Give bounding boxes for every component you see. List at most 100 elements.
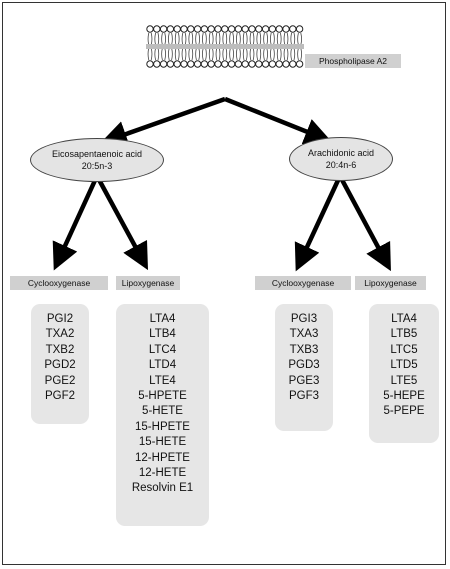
product-item: 5-PEPE	[383, 405, 425, 418]
lipid-head	[295, 60, 304, 68]
lipid-tail	[154, 32, 160, 46]
product-item: LTB4	[149, 328, 176, 341]
product-item: LTC5	[390, 343, 418, 356]
lipid-head	[234, 60, 243, 68]
phospholipid-bilayer	[146, 25, 304, 68]
product-item: LTE4	[149, 374, 176, 387]
product-item: TXA3	[289, 328, 319, 341]
lipid-tail	[283, 32, 289, 46]
lipid-tail	[161, 47, 166, 61]
lipid-head	[248, 25, 256, 33]
epa-name: Eicosapentaenoic acid	[51, 149, 143, 159]
lipid-tail	[297, 47, 302, 61]
product-item: PGE3	[288, 374, 320, 387]
figure-frame	[2, 2, 446, 565]
lipid-head	[166, 25, 175, 33]
lipid-tail	[276, 47, 282, 61]
lipid-tail	[270, 47, 275, 61]
right-cyclooxygenase-label: Cyclooxygenase	[255, 276, 351, 290]
lipid-tail	[229, 32, 234, 46]
lipid-tail	[290, 32, 296, 46]
arrow-to-aa	[224, 96, 332, 145]
product-item: TXB2	[45, 343, 75, 356]
lipid-tail	[154, 47, 160, 61]
lipid-head	[227, 25, 236, 33]
product-item: 15-HPETE	[135, 420, 190, 433]
lipid-head	[180, 25, 188, 33]
lipid-tail	[208, 32, 214, 46]
product-item: LTC4	[148, 343, 177, 356]
phospholipase-label: Phospholipase A2	[305, 54, 401, 68]
lipid-head	[241, 60, 249, 68]
right-lipoxygenase-label: Lipoxygenase	[355, 276, 426, 290]
lipid-head	[200, 25, 209, 33]
lipid-tail	[229, 47, 234, 61]
lipid-tail	[195, 32, 200, 46]
product-item: PGD2	[44, 359, 76, 372]
lipid-tail	[168, 47, 173, 61]
lipid-tail	[181, 32, 187, 46]
lipid-tail	[263, 47, 268, 61]
lipid-head	[261, 60, 270, 68]
lipid-head	[289, 25, 297, 33]
lipid-tail	[181, 47, 187, 61]
lipid-tail	[270, 32, 275, 46]
lipid-head	[241, 25, 249, 33]
lipid-head	[234, 25, 243, 33]
lipid-head	[187, 25, 195, 33]
lipid-tail	[174, 32, 180, 46]
arrow-to-epa	[100, 96, 226, 147]
lipid-tail	[236, 32, 241, 46]
product-item: PGE2	[44, 374, 76, 387]
product-item: LTD5	[390, 359, 418, 372]
aa-name: Arachidonic acid	[307, 148, 375, 158]
lipid-head	[261, 25, 270, 33]
lipid-head	[221, 25, 229, 33]
lipid-tail	[202, 47, 207, 61]
lipid-head	[275, 25, 283, 33]
lipid-tail	[249, 47, 255, 61]
arrow-to-left-cox	[52, 175, 100, 271]
left-lipoxygenase-label: Lipoxygenase	[116, 276, 180, 290]
lipid-head	[275, 60, 283, 68]
lipid-head	[227, 60, 236, 68]
lipid-head	[255, 60, 263, 68]
product-item: LTE5	[390, 374, 418, 387]
arrow-to-right-lox	[338, 174, 391, 272]
lipid-tail	[202, 32, 207, 46]
lipid-head	[289, 60, 297, 68]
lipid-tail	[276, 32, 282, 46]
product-item: LTD4	[148, 359, 177, 372]
lipid-tail	[147, 32, 153, 46]
product-item: PGD3	[288, 359, 320, 372]
lipid-head	[193, 60, 202, 68]
product-item: LTB5	[390, 328, 418, 341]
lipid-head	[214, 60, 222, 68]
arachidonic-acid-node: Arachidonic acid 20:4n-6	[289, 137, 393, 181]
lipid-tail	[249, 32, 255, 46]
product-item: 5-HPETE	[138, 390, 187, 403]
arrow-to-left-lox	[95, 174, 149, 271]
lipid-head	[295, 25, 304, 33]
lipid-tail	[297, 32, 302, 46]
lipid-tail	[215, 32, 221, 46]
lipid-tail	[188, 32, 194, 46]
product-item: Resolvin E1	[131, 482, 194, 495]
lipid-head	[255, 25, 263, 33]
product-item: PGI2	[46, 313, 74, 325]
lipid-head	[159, 25, 168, 33]
lipid-tail	[256, 47, 262, 61]
lipid-head	[173, 60, 181, 68]
product-item: 12-HPETE	[135, 451, 190, 464]
lipid-head	[146, 25, 154, 33]
lipid-tail	[222, 32, 228, 46]
lipid-head	[187, 60, 195, 68]
lipid-head	[193, 25, 202, 33]
lipid-head	[248, 60, 256, 68]
product-item: PGF2	[44, 390, 76, 403]
lipid-tail	[242, 47, 248, 61]
lipid-tail	[256, 32, 262, 46]
eicosapentaenoic-acid-node: Eicosapentaenoic acid 20:5n-3	[30, 138, 164, 182]
